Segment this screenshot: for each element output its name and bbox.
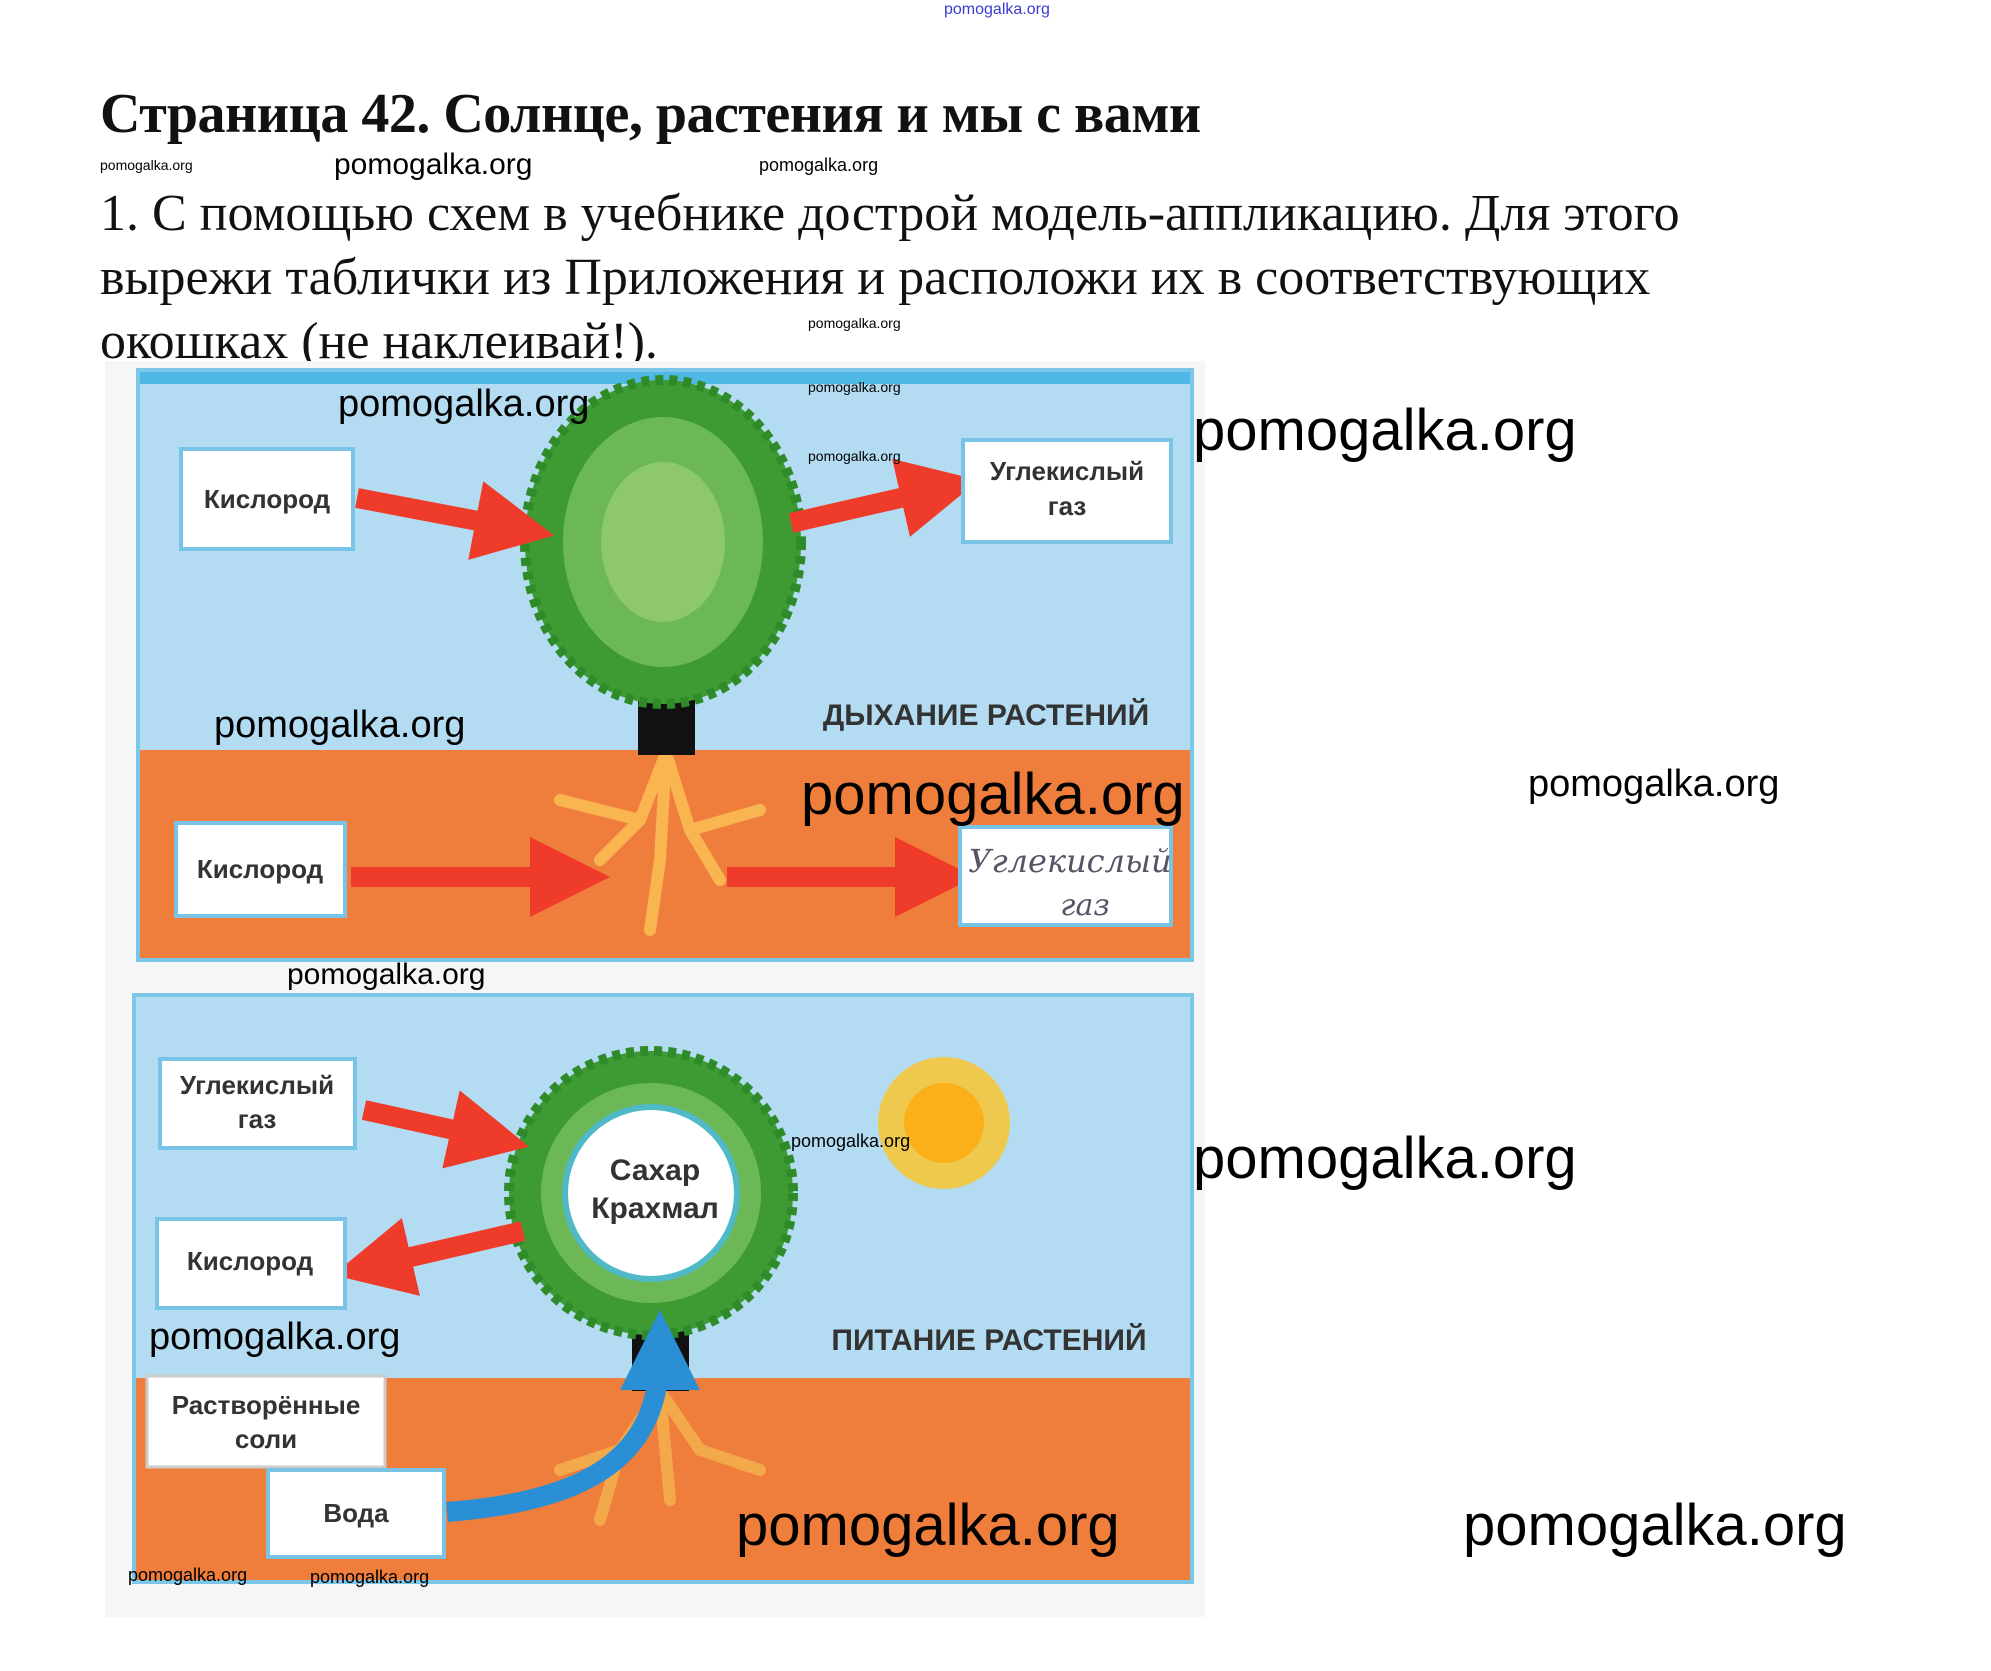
watermark: pomogalka.org (149, 1316, 401, 1358)
page-title: Страница 42. Солнце, растения и мы с вам… (100, 83, 1201, 145)
panel-caption: ПИТАНИЕ РАСТЕНИЙ (831, 1323, 1146, 1357)
watermark: pomogalka.org (128, 1565, 248, 1585)
card-salts: Растворённые соли (145, 1374, 387, 1469)
site-header-link[interactable]: pomogalka.org (944, 1, 1050, 18)
arrow-icon (355, 481, 555, 560)
svg-text:газ: газ (238, 1104, 277, 1134)
water-arrow-icon (446, 1310, 700, 1522)
watermark: pomogalka.org (791, 1131, 911, 1151)
watermark: pomogalka.org (1528, 763, 1780, 805)
arrow-icon (361, 1090, 530, 1169)
watermark: pomogalka.org (808, 379, 901, 395)
card-co2: Углекислый газ (158, 1057, 357, 1150)
watermark: pomogalka.org (1193, 398, 1577, 463)
svg-text:Растворённые: Растворённые (172, 1390, 361, 1420)
task-text-line: вырежи таблички из Приложения и располож… (100, 249, 1651, 306)
card-co2: Углекислый газ (961, 438, 1173, 544)
watermark: pomogalka.org (808, 315, 901, 331)
nutrition-panel: Сахар Крахмал Углекислый газ Кислород Ра… (132, 993, 1194, 1584)
card-oxygen: Кислород (155, 1217, 347, 1310)
watermark: pomogalka.org (808, 448, 901, 464)
card-co2-handwritten: Углекислый газ (958, 825, 1173, 927)
textbook-diagram: Кислород Углекислый газ Кислород Углекис… (105, 361, 1205, 1617)
svg-text:Кислород: Кислород (197, 854, 324, 884)
watermark: pomogalka.org (1193, 1126, 1577, 1191)
watermark: pomogalka.org (759, 155, 879, 175)
watermark: pomogalka.org (310, 1567, 430, 1587)
watermark: pomogalka.org (338, 383, 590, 425)
svg-text:Углекислый: Углекислый (180, 1070, 334, 1100)
svg-text:соли: соли (235, 1424, 297, 1454)
task-text-line: окошках (не наклеивай!). (100, 313, 658, 370)
svg-text:Сахар: Сахар (610, 1154, 700, 1187)
arrow-icon (333, 1218, 526, 1296)
svg-text:Углекислый: Углекислый (968, 842, 1171, 880)
watermark: pomogalka.org (801, 762, 1185, 827)
card-water: Вода (266, 1468, 446, 1559)
arrow-icon (788, 458, 979, 537)
card-oxygen: Кислород (179, 447, 355, 551)
watermark: pomogalka.org (334, 148, 533, 181)
roots-icon (554, 747, 766, 936)
watermark: pomogalka.org (287, 958, 486, 991)
svg-text:Кислород: Кислород (204, 484, 331, 514)
panel-caption: ДЫХАНИЕ РАСТЕНИЙ (823, 698, 1149, 732)
svg-text:Крахмал: Крахмал (591, 1192, 719, 1225)
watermark: pomogalka.org (1463, 1493, 1847, 1558)
watermark: pomogalka.org (214, 704, 466, 746)
svg-text:Углекислый: Углекислый (990, 456, 1144, 486)
svg-text:газ: газ (1048, 491, 1087, 521)
watermark: pomogalka.org (736, 1493, 1120, 1558)
task-text-line: 1. С помощью схем в учебнике дострой мод… (100, 185, 1680, 242)
svg-text:Кислород: Кислород (187, 1246, 314, 1276)
respiration-panel: Кислород Углекислый газ Кислород Углекис… (136, 368, 1194, 962)
card-oxygen-soil: Кислород (174, 821, 347, 918)
svg-text:Вода: Вода (323, 1498, 389, 1528)
svg-text:газ: газ (1060, 888, 1109, 923)
watermark: pomogalka.org (100, 157, 193, 173)
